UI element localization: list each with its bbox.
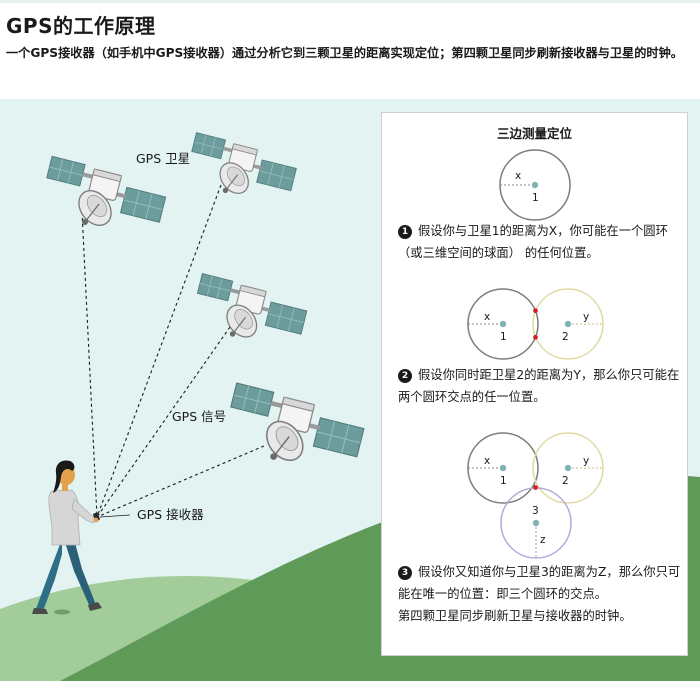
person-with-receiver — [32, 460, 102, 615]
step-1-number: 1 — [398, 225, 412, 239]
signal-lines — [81, 184, 265, 518]
signal-label: GPS 信号 — [172, 409, 226, 424]
trilateration-panel: 三边测量定位 x 1 x y 1 2 — [381, 112, 688, 656]
diagram-step-3: x y 1 2 3 z — [467, 432, 604, 559]
label-2: 2 — [562, 475, 569, 487]
label-x: x — [484, 311, 490, 323]
label-x: x — [484, 455, 490, 467]
intersection-top — [533, 308, 538, 314]
circle-2 — [532, 432, 604, 504]
center-3 — [532, 519, 540, 527]
diagram-step-2: x y 1 2 — [467, 288, 604, 360]
center-2 — [564, 320, 572, 328]
step-3-description: 假设你又知道你与卫星3的距离为Z，那么你只可能在唯一的位置：即三个圆环的交点。 — [398, 565, 681, 601]
step-1-description: 假设你与卫星1的距离为X，你可能在一个圆环（或三维空间的球面） 的任何位置。 — [398, 224, 668, 260]
diagram-step-1: x 1 — [499, 149, 571, 221]
page-title: GPS的工作原理 — [6, 14, 156, 38]
label-1: 1 — [500, 331, 507, 343]
step-2-description: 假设你同时距卫星2的距离为Y，那么你只可能在两个圆环交点的任一位置。 — [398, 368, 680, 404]
label-1: 1 — [532, 192, 539, 204]
page-subtitle: 一个GPS接收器（如手机中GPS接收器）通过分析它到三颗卫星的距离实现定位；第四… — [6, 46, 683, 60]
label-2: 2 — [562, 331, 569, 343]
satellites-label: GPS 卫星 — [136, 151, 190, 166]
label-z: z — [540, 534, 546, 546]
signal-line-1 — [81, 211, 98, 518]
step-2-number: 2 — [398, 369, 412, 383]
receiver-callout-line — [99, 514, 131, 518]
intersection-bottom — [533, 334, 538, 340]
signal-line-3 — [96, 326, 231, 518]
center-2 — [564, 464, 572, 472]
center-1 — [499, 320, 507, 328]
trilateration-title: 三边测量定位 — [496, 126, 572, 141]
label-x: x — [515, 170, 521, 182]
center-1 — [499, 464, 507, 472]
signal-line-2 — [96, 184, 222, 518]
circle-2 — [532, 288, 604, 360]
intersection-point — [533, 485, 538, 490]
receiver-label: GPS 接收器 — [137, 507, 204, 522]
label-y: y — [583, 455, 589, 467]
center-1 — [531, 181, 539, 189]
step-3-number: 3 — [398, 566, 412, 580]
trilateration-diagrams: x 1 x y 1 2 — [467, 149, 604, 559]
top-rule — [0, 0, 700, 3]
label-1: 1 — [500, 475, 507, 487]
fourth-satellite-note: 第四颗卫星同步刷新卫星与接收器的时钟。 — [398, 609, 632, 623]
label-3: 3 — [532, 505, 539, 517]
signal-line-4 — [96, 445, 265, 518]
label-y: y — [583, 311, 589, 323]
